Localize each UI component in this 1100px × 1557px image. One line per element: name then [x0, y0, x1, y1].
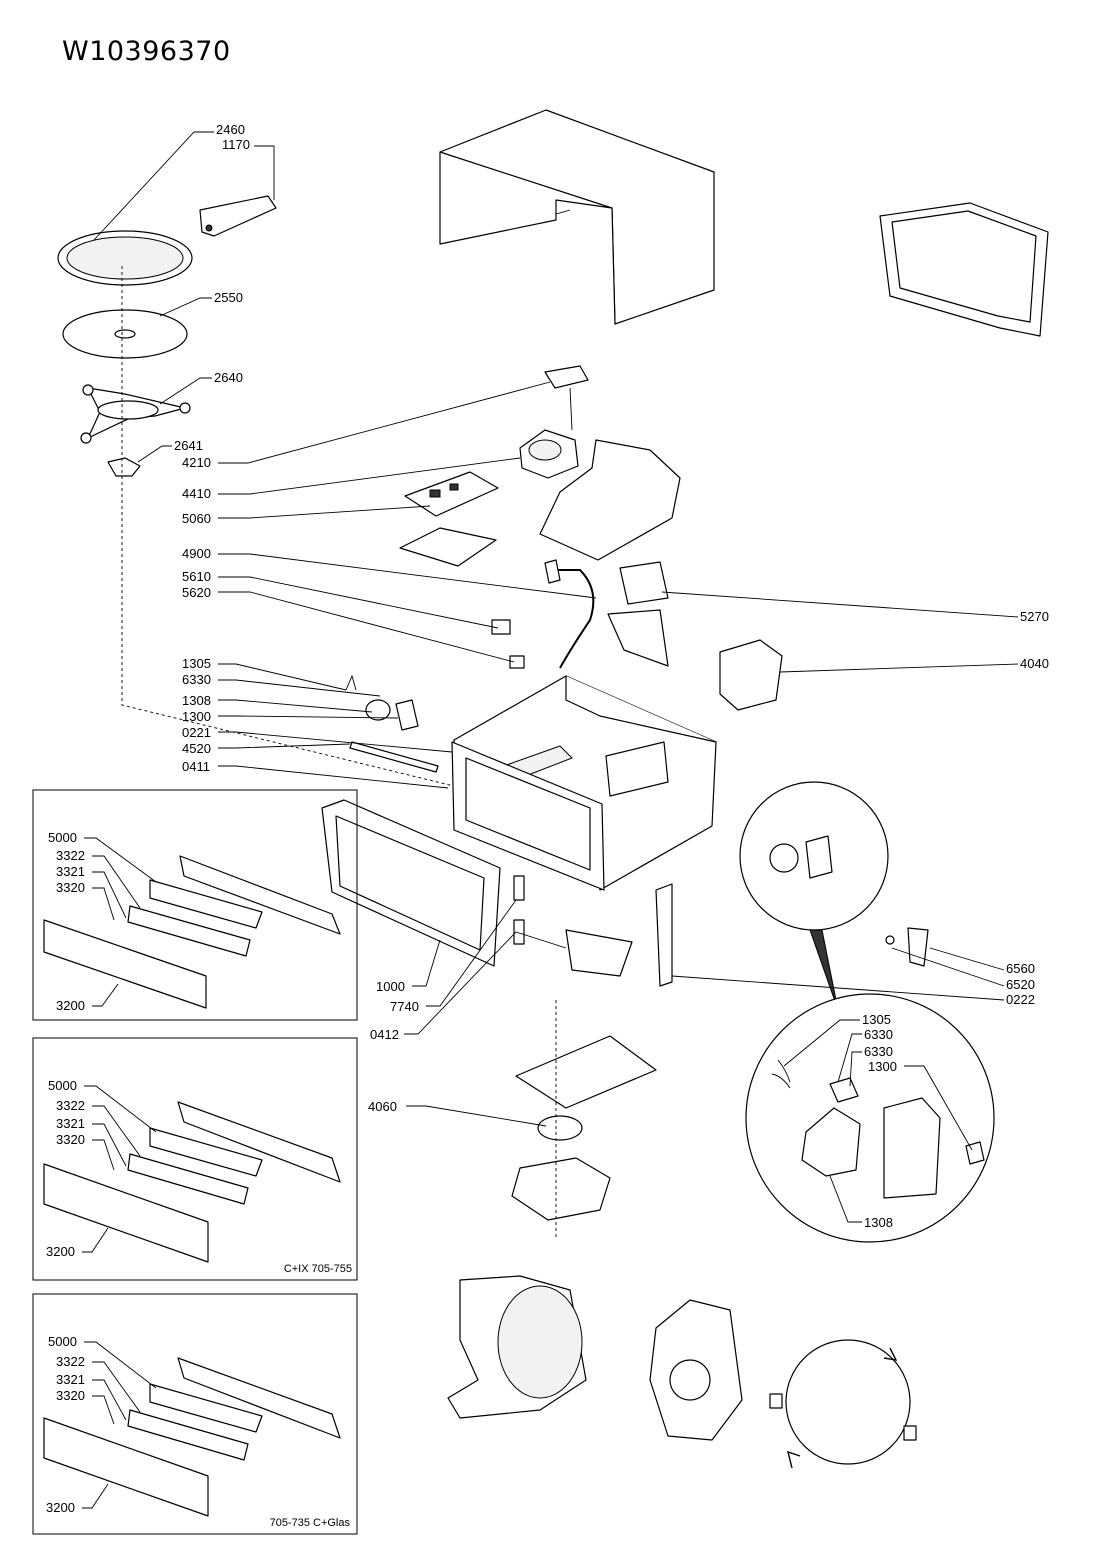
panel-3-callout-3322: 3322 [56, 1354, 85, 1369]
callout-4900: 4900 [182, 546, 211, 561]
callout-4060: 4060 [368, 1099, 397, 1114]
detail-callout-6330-b: 6330 [864, 1044, 893, 1059]
callout-6560: 6560 [1006, 961, 1035, 976]
control-panel-box-1 [32, 789, 358, 1021]
callout-2640: 2640 [214, 370, 243, 385]
panel-2-callout-3200: 3200 [46, 1244, 75, 1259]
callout-4040: 4040 [1020, 656, 1049, 671]
power-cord-4900 [544, 559, 595, 669]
callout-6520: 6520 [1006, 977, 1035, 992]
front-frame-0221 [451, 741, 605, 891]
callout-labels: 2460 1170 2550 2640 2641 4210 4410 5060 … [46, 122, 1049, 1515]
panel-2-callout-3320: 3320 [56, 1132, 85, 1147]
callout-2641: 2641 [174, 438, 203, 453]
board-tray [399, 527, 497, 567]
duct-piece [607, 609, 669, 667]
detail-callout-6330-a: 6330 [864, 1027, 893, 1042]
stirrer-motor-4060 [537, 1115, 583, 1141]
callout-1305: 1305 [182, 656, 211, 671]
assembly-axis-line [121, 266, 471, 791]
callout-1170: 1170 [222, 137, 250, 152]
stirrer-ring-rotation [769, 1339, 917, 1469]
panel-3-callout-3200: 3200 [46, 1500, 75, 1515]
hinge-7740 [513, 875, 525, 945]
callout-1000: 1000 [376, 979, 405, 994]
panel-1-callout-3322: 3322 [56, 848, 85, 863]
coupler-2641 [107, 457, 141, 477]
detail-callout-1300: 1300 [868, 1059, 897, 1074]
part-number-title: W10396370 [62, 36, 231, 67]
panel-1-parts [43, 855, 341, 1009]
callout-0411: 0411 [182, 759, 210, 774]
callout-5620: 5620 [182, 585, 211, 600]
callout-5270: 5270 [1020, 609, 1049, 624]
detail-callout-1305: 1305 [862, 1012, 891, 1027]
side-strip-0222 [655, 883, 673, 987]
heating-rod-4520 [349, 741, 439, 773]
handle-1170 [199, 195, 277, 237]
thermostat-5620 [509, 655, 525, 669]
panel-1-callout-3321: 3321 [56, 864, 85, 879]
panel-1-callout-3200: 3200 [56, 998, 85, 1013]
fan-motor-4410 [519, 429, 579, 479]
panel-3-callout-3320: 3320 [56, 1388, 85, 1403]
lamp-holder-1300 [345, 674, 419, 731]
panel-2-callout-3322: 3322 [56, 1098, 85, 1113]
callout-0222: 0222 [1006, 992, 1035, 1007]
filter-board-5270 [619, 561, 669, 605]
panel-3-parts [43, 1357, 341, 1517]
callout-1308: 1308 [182, 693, 211, 708]
detail-lamp-parts [769, 835, 929, 967]
air-duct [539, 439, 681, 561]
callout-1300: 1300 [182, 709, 211, 724]
bracket-4210 [544, 365, 589, 431]
panel-1-callout-3320: 3320 [56, 880, 85, 895]
stirrer-cover [511, 1157, 611, 1221]
callout-5610: 5610 [182, 569, 211, 584]
callout-7740: 7740 [390, 999, 419, 1014]
door-seal-frame [879, 202, 1049, 337]
detail-enlarged-parts [771, 1059, 985, 1199]
callout-2550: 2550 [214, 290, 243, 305]
transformer-4040 [719, 639, 783, 711]
panel-3-callout-5000: 5000 [48, 1334, 77, 1349]
callout-0412: 0412 [370, 1027, 399, 1042]
callout-5060: 5060 [182, 511, 211, 526]
panel-1-callout-5000: 5000 [48, 830, 77, 845]
roller-plate-2550 [62, 309, 188, 359]
panel-2-callout-5000: 5000 [48, 1078, 77, 1093]
detail-callout-1308: 1308 [864, 1215, 893, 1230]
panel-3-callout-3321: 3321 [56, 1372, 85, 1387]
roller-ring-2640 [80, 384, 191, 444]
callout-0221: 0221 [182, 725, 211, 740]
panel-2-parts [43, 1101, 341, 1263]
panel-2-callout-3321: 3321 [56, 1116, 85, 1131]
base-plate [515, 1035, 657, 1109]
latch-0412 [565, 929, 633, 977]
callout-6330: 6330 [182, 672, 211, 687]
glass-tray-2460 [57, 230, 193, 286]
leader-lines [82, 131, 1019, 1509]
callout-4210: 4210 [182, 455, 211, 470]
panel-2-note: C+IX 705-755 [284, 1263, 352, 1275]
zoom-pointer [809, 929, 839, 1011]
panel-3-note: 705-735 C+Glas [270, 1517, 351, 1529]
outer-cabinet-cover [439, 109, 715, 325]
callout-4410: 4410 [182, 486, 211, 501]
control-panel-box-3 [32, 1293, 358, 1535]
callout-4520: 4520 [182, 741, 211, 756]
hand-illustration [447, 1275, 587, 1419]
stirrer-with-motor [649, 1299, 743, 1441]
callout-2460: 2460 [216, 122, 245, 137]
control-board-5060 [404, 471, 499, 517]
control-panel-box-2 [32, 1037, 358, 1281]
